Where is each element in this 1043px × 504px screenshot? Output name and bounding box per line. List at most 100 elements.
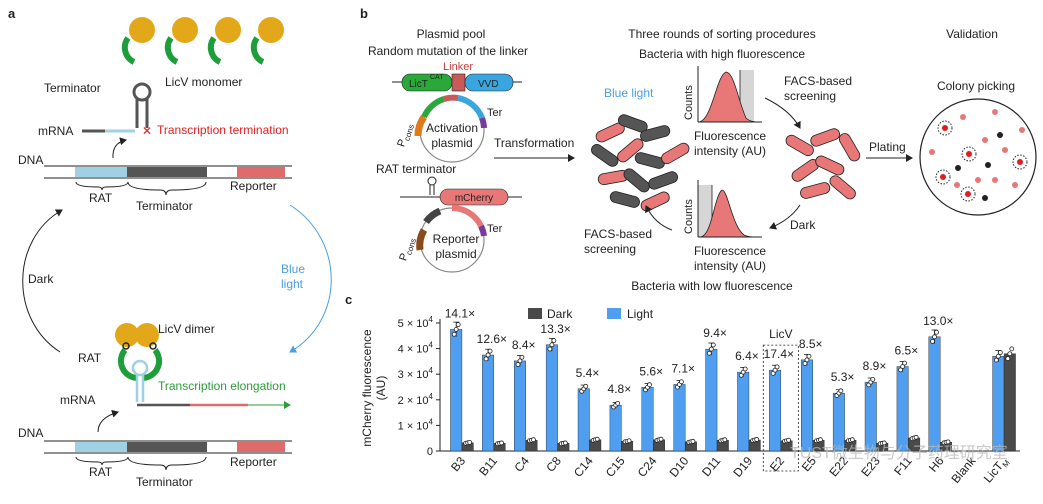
data-point-light [515, 362, 521, 367]
data-point-dark [690, 438, 696, 444]
data-point-dark [1009, 346, 1015, 352]
data-point-light [838, 388, 844, 394]
activation-plasmid-icon [414, 94, 487, 163]
facs-label-low-2: screening [584, 242, 636, 256]
fold-change-label: 9.4× [703, 326, 727, 340]
fold-change-label: 5.3× [831, 370, 855, 384]
data-point-light [451, 331, 457, 337]
x-tick-label: C4 [511, 454, 532, 475]
data-point-dark [722, 437, 728, 443]
counts-label-high: Counts [683, 85, 695, 120]
colony-picking-label: Colony picking [937, 79, 1015, 93]
rat-terminator-label: RAT terminator [376, 162, 456, 176]
mrna-label-top: mRNA [38, 124, 73, 138]
mrna-label-bottom: mRNA [60, 393, 95, 407]
data-point-dark [467, 439, 473, 445]
transcription-termination-label: Transcription termination [157, 123, 289, 137]
bar-light [545, 344, 558, 452]
blue-light-cycle-arrow [289, 204, 332, 353]
bar-light [482, 354, 495, 452]
data-point-light [615, 400, 621, 406]
data-point-light [453, 326, 459, 332]
terminator-region-label-bottom: Terminator [136, 475, 193, 489]
bar-light [928, 336, 941, 452]
bar-light [864, 381, 877, 452]
fold-change-label: 13.3× [540, 322, 570, 336]
legend-label-light: Light [627, 307, 654, 321]
ter-label-reporter: Ter [487, 223, 503, 235]
y-tick-label: 1 × 104 [398, 417, 434, 432]
reporter-label-bottom: Reporter [230, 455, 277, 469]
bar-light [896, 366, 909, 452]
cat-superscript: CAT [430, 74, 444, 81]
data-point-light [483, 356, 489, 362]
panel-b: b Plasmid pool Random mutation of the li… [360, 6, 1037, 293]
dark-label-a: Dark [28, 272, 54, 286]
data-point-dark [881, 440, 887, 446]
data-point-light [708, 346, 714, 352]
transcription-arrow-top [112, 137, 127, 159]
counts-label-low: Counts [683, 199, 695, 234]
x-tick-label: B3 [448, 454, 468, 474]
plasmid-pool-title: Plasmid pool [417, 27, 486, 41]
fluorescence-label-low-2: intensity (AU) [694, 259, 766, 273]
bacteria-cluster-mixed-icon [591, 114, 690, 212]
y-tick-label: 3 × 104 [398, 366, 434, 381]
fold-change-label: 17.4× [764, 347, 794, 361]
legend-swatch-light [607, 308, 621, 319]
fold-change-label: 8.4× [512, 338, 536, 352]
bar-light [577, 388, 590, 452]
facs-label-high-2: screening [784, 89, 836, 103]
data-point-dark [1005, 356, 1011, 361]
data-point-dark [1007, 351, 1013, 357]
panel-c-label: c [345, 292, 352, 307]
highlight-label: LicV [769, 327, 792, 341]
data-point-light [930, 338, 935, 344]
data-point-dark [913, 434, 919, 440]
data-point-light [647, 382, 652, 388]
data-point-dark [594, 436, 600, 442]
x-tick-label: C15 [603, 454, 628, 480]
data-point-light [710, 342, 716, 348]
agar-plate-icon [919, 98, 1037, 216]
fluorescence-label-high-2: intensity (AU) [694, 144, 766, 158]
panel-a-label: a [8, 6, 16, 21]
fluorescence-label-high-1: Fluorescence [694, 129, 766, 143]
dna-strand-bottom [44, 440, 292, 454]
histogram-low [697, 180, 762, 238]
panel-a: a LicV monomer Terminator mRNA ✕ Transcr… [8, 6, 332, 489]
x-tick-label: C14 [571, 454, 596, 480]
terminator-region-label-top: Terminator [136, 199, 193, 213]
licv-dimer-icon [115, 323, 162, 402]
x-tick-label: D11 [699, 454, 724, 479]
bar-dark [1003, 353, 1016, 452]
fold-change-label: 14.1× [445, 306, 475, 320]
data-point-dark [754, 437, 760, 442]
y-tick-label: 0 [427, 446, 433, 458]
termination-x-icon: ✕ [142, 124, 152, 138]
bar-light [769, 369, 782, 452]
data-point-light [870, 376, 876, 382]
vvd-label: VVD [478, 79, 499, 90]
data-point-dark [658, 436, 664, 442]
fold-change-label: 13.0× [923, 314, 953, 328]
bar-light [514, 360, 526, 452]
facs-arrow-high [764, 97, 801, 129]
data-point-dark [945, 439, 951, 445]
reporter-plasmid-label-2: plasmid [435, 247, 476, 261]
mcherry-label: mCherry [455, 193, 493, 204]
activation-construct [392, 73, 522, 92]
data-point-light [549, 342, 555, 348]
data-point-light [485, 352, 491, 358]
fluorescence-label-low-1: Fluorescence [694, 244, 766, 258]
sorting-title: Three rounds of sorting procedures [628, 27, 815, 41]
fold-change-label: 6.4× [735, 349, 759, 363]
activation-plasmid-label-1: Activation [426, 121, 478, 135]
licv-dimer-label: LicV dimer [158, 322, 215, 336]
transcription-arrow-bottom [97, 409, 119, 433]
dna-label-top: DNA [18, 153, 43, 167]
fold-change-label: 5.4× [576, 366, 600, 380]
